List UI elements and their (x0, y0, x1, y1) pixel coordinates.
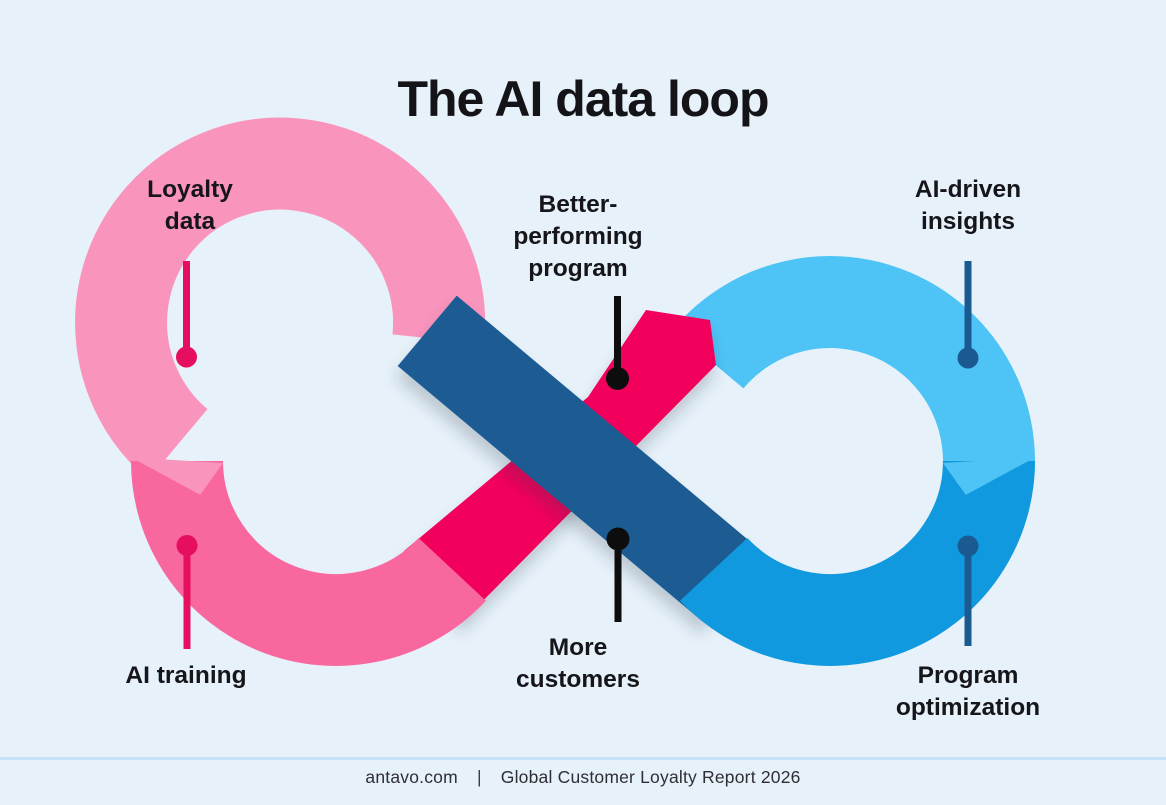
node-label-ai-driven-insights: AI-driven insights (914, 176, 1022, 235)
loop-arc-ai-driven-insights (673, 256, 1035, 483)
footer-separator: | (476, 766, 482, 787)
connector-dot-better-performing-program (606, 367, 629, 390)
connector-dot-ai-training (176, 535, 198, 556)
footer-report-title: Global Customer Loyalty Report 2026 (500, 766, 801, 787)
node-label-program-optimization: Program optimization (895, 662, 1041, 721)
page-title: The AI data loop (397, 71, 769, 127)
loop-arc-program-optimization (680, 459, 1035, 666)
chevron-left-flow-arrow (131, 457, 223, 495)
footer-website: antavo.com (365, 766, 458, 787)
footer: antavo.com | Global Customer Loyalty Rep… (0, 766, 1166, 788)
node-label-more-customers: More customers (516, 634, 640, 693)
loop-arc-loyalty-data (75, 117, 486, 480)
loop-arc-ai-training (131, 459, 486, 666)
node-label-ai-training: AI training (125, 662, 247, 689)
connector-dot-program-optimization (957, 535, 979, 557)
chevron-right-flow-arrow (943, 457, 1035, 495)
connector-dot-ai-driven-insights (957, 347, 979, 369)
node-label-loyalty-data: Loyalty data (147, 176, 233, 235)
flow-ribbon-more-customers (397, 295, 762, 622)
connector-dot-more-customers (606, 527, 630, 551)
node-label-better-performing-program: Better- performing program (513, 191, 643, 282)
connector-dot-loyalty-data (176, 346, 197, 368)
footer-divider (0, 757, 1166, 760)
